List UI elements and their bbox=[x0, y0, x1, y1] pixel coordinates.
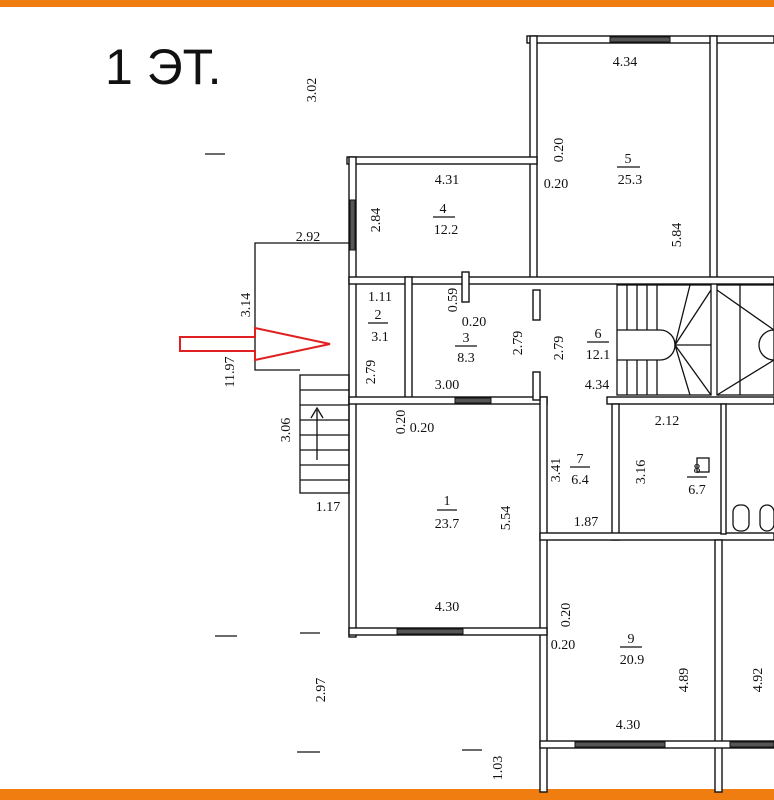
dimension-label: 1.11 bbox=[368, 290, 392, 305]
room-number: 3 bbox=[463, 331, 470, 346]
dimension-label: 5.54 bbox=[499, 506, 514, 531]
dimension-label: 2.12 bbox=[655, 414, 680, 429]
room-number: 1 bbox=[444, 494, 451, 509]
room-area: 12.2 bbox=[434, 223, 459, 238]
tick-marks bbox=[205, 153, 482, 753]
dimension-label: 2.79 bbox=[552, 336, 567, 361]
dimension-label: 3.00 bbox=[435, 378, 460, 393]
porch bbox=[254, 242, 350, 494]
dimension-label: 0.59 bbox=[446, 288, 461, 313]
dimension-label: 2.79 bbox=[364, 360, 379, 385]
toilet-icon bbox=[732, 504, 750, 532]
room-number: 6 bbox=[595, 327, 602, 342]
dimension-label: 3.02 bbox=[305, 78, 320, 103]
room-number: 2 bbox=[375, 308, 382, 323]
dimension-label: 4.34 bbox=[613, 55, 638, 70]
floor-label: 1 ЭТ. bbox=[105, 39, 222, 95]
walls bbox=[346, 35, 774, 793]
entrance-arrow-icon bbox=[179, 326, 331, 362]
dimension-label: 0.20 bbox=[462, 315, 487, 330]
dimension-label: 2.97 bbox=[314, 678, 329, 703]
room-number: 8 bbox=[694, 462, 701, 477]
room-labels: 1 23.7 2 3.1 3 8.3 4 12.2 5 25.3 6 12.1 7 6.4 8… bbox=[368, 152, 707, 668]
dimension-label: 4.34 bbox=[585, 378, 610, 393]
toilet-icon bbox=[759, 504, 774, 532]
room-number: 9 bbox=[628, 632, 635, 647]
dimension-label: 1.17 bbox=[316, 500, 341, 515]
dimension-label: 5.84 bbox=[670, 223, 685, 248]
dimension-label: 4.31 bbox=[435, 173, 460, 188]
dimension-label: 2.92 bbox=[296, 230, 321, 245]
dimension-label: 4.30 bbox=[616, 718, 641, 733]
dimension-label: 0.20 bbox=[410, 421, 435, 436]
room-area: 8.3 bbox=[457, 351, 475, 366]
room-area: 6.4 bbox=[571, 473, 589, 488]
room-number: 7 bbox=[577, 452, 584, 467]
dimension-label: 3.41 bbox=[549, 458, 564, 483]
room-area: 20.9 bbox=[620, 653, 645, 668]
sink-icon bbox=[696, 457, 710, 473]
dimension-label: 0.20 bbox=[394, 410, 409, 435]
staircase bbox=[616, 284, 774, 396]
dimension-label: 4.89 bbox=[677, 668, 692, 693]
bottom-orange-border bbox=[0, 789, 774, 800]
dimension-label: 1.87 bbox=[574, 515, 599, 530]
room-area: 12.1 bbox=[586, 348, 611, 363]
dimension-label: 3.16 bbox=[634, 460, 649, 485]
bathroom-fixtures bbox=[696, 457, 774, 532]
dimension-label: 4.92 bbox=[751, 668, 766, 693]
room-area: 3.1 bbox=[371, 330, 389, 345]
dimension-label: 1.03 bbox=[491, 756, 506, 781]
dimension-label: 0.20 bbox=[559, 603, 574, 628]
room-number: 5 bbox=[625, 152, 632, 167]
dimension-label: 0.20 bbox=[544, 177, 569, 192]
dimension-label: 2.84 bbox=[369, 208, 384, 233]
dimension-label: 4.30 bbox=[435, 600, 460, 615]
top-orange-border bbox=[0, 0, 774, 7]
windows bbox=[349, 36, 774, 748]
room-area: 23.7 bbox=[435, 517, 460, 532]
dimension-label: 0.20 bbox=[552, 138, 567, 163]
dimensions: 3.02 4.34 4.31 0.20 0.20 2.84 2.92 5.84 … bbox=[223, 55, 766, 780]
dimension-label: 2.79 bbox=[511, 331, 526, 356]
dimension-label: 0.20 bbox=[551, 638, 576, 653]
dimension-label: 3.14 bbox=[239, 293, 254, 318]
room-area: 25.3 bbox=[618, 173, 643, 188]
dimension-label: 3.06 bbox=[279, 418, 294, 443]
room-number: 4 bbox=[440, 202, 447, 217]
room-area: 6.7 bbox=[688, 483, 706, 498]
dimension-label: 11.97 bbox=[223, 357, 238, 388]
